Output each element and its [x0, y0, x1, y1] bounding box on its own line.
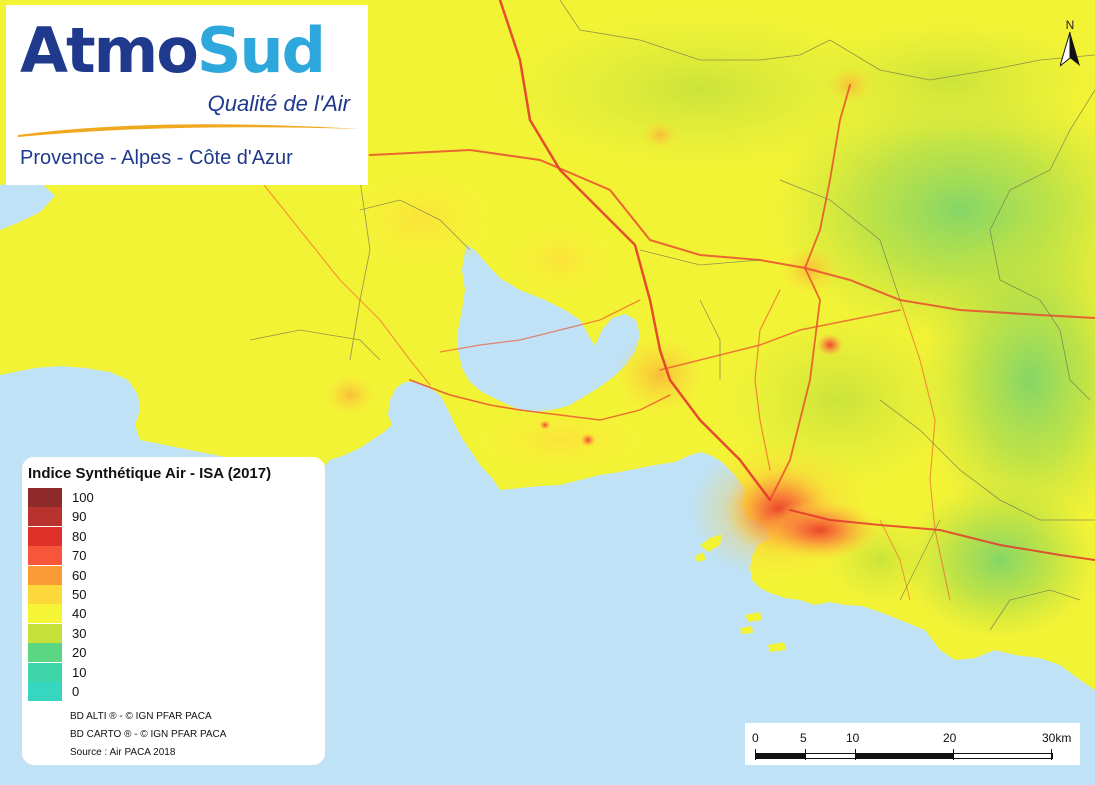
logo-tagline: Qualité de l'Air — [207, 91, 350, 116]
legend-value: 60 — [72, 567, 87, 583]
legend-row: 80 — [28, 526, 308, 546]
islands — [695, 534, 786, 652]
legend-swatch — [28, 585, 62, 604]
pollution-zone — [580, 433, 596, 447]
legend-value: 40 — [72, 606, 87, 622]
scale-tick — [1051, 749, 1052, 760]
pollution-zone — [470, 405, 650, 475]
scale-label: 10 — [846, 731, 860, 745]
legend-value: 70 — [72, 548, 87, 564]
scale-label: 0 — [752, 731, 759, 745]
scale-label: 20 — [943, 731, 957, 745]
lagoon — [458, 245, 640, 412]
legend-row: 10 — [28, 662, 308, 682]
scale-segment — [805, 753, 857, 759]
legend-row: 70 — [28, 546, 308, 566]
terrain-green — [920, 220, 1095, 540]
legend-value: 20 — [72, 645, 87, 661]
scale-tick — [805, 749, 806, 760]
legend-row: 20 — [28, 643, 308, 663]
legend-row: 90 — [28, 507, 308, 527]
atmosud-logo: AtmoSud Qualité de l'Air Provence - Alpe… — [6, 5, 368, 185]
legend-swatch — [28, 662, 62, 682]
legend-swatch — [28, 488, 62, 507]
legend-source: Source : Air PACA 2018 — [70, 747, 176, 758]
legend-value: 0 — [72, 684, 80, 699]
pollution-zone — [340, 165, 500, 275]
scale-segment — [953, 753, 1053, 759]
legend-swatch — [28, 546, 62, 566]
scale-tick — [953, 749, 954, 760]
pollution-zone — [760, 500, 880, 560]
admin-borders — [249, 0, 1095, 631]
scale-segment — [855, 753, 953, 759]
logo-swoosh-icon — [18, 124, 359, 137]
legend-row: 0 — [28, 682, 308, 701]
legend-source: BD ALTI ® - © IGN PFAR PACA — [70, 711, 212, 722]
legend-swatch — [28, 623, 62, 643]
legend-value: 90 — [72, 509, 87, 525]
legend-swatch — [28, 507, 62, 527]
scale-label: 5 — [800, 731, 807, 745]
legend-swatch — [28, 643, 62, 663]
legend-value: 50 — [72, 587, 87, 602]
legend-value: 30 — [72, 625, 87, 641]
logo-brand-part1: Atmo — [20, 14, 199, 87]
legend-row: 60 — [28, 565, 308, 585]
lagoon-west — [0, 182, 55, 230]
scale-label: 30km — [1042, 731, 1072, 745]
legend-value: 10 — [72, 664, 87, 680]
legend-title: Indice Synthétique Air - ISA (2017) — [28, 465, 272, 482]
logo-brand-part2: Sud — [196, 14, 326, 87]
pollution-zone — [539, 420, 551, 430]
north-arrow: N — [1056, 18, 1084, 70]
legend-row: 30 — [28, 623, 308, 643]
legend-source: BD CARTO ® - © IGN PFAR PACA — [70, 729, 227, 740]
legend-swatch — [28, 604, 62, 624]
scale-tick — [755, 749, 756, 760]
legend-row: 50 — [28, 585, 308, 604]
scale-tick — [855, 749, 856, 760]
legend-row: 40 — [28, 604, 308, 624]
north-label: N — [1065, 18, 1075, 32]
terrain-green — [500, 10, 900, 170]
pollution-zone — [500, 220, 620, 300]
scale-segment — [755, 753, 805, 759]
legend-value: 80 — [72, 528, 87, 544]
logo-region: Provence - Alpes - Côte d'Azur — [20, 147, 293, 169]
legend-swatch — [28, 565, 62, 585]
logo-brand: AtmoSud — [20, 14, 326, 87]
legend-row: 100 — [28, 488, 308, 507]
legend-swatch — [28, 682, 62, 701]
terrain-green — [800, 20, 1095, 140]
scale-bar: 0 5 10 20 30km — [745, 723, 1080, 765]
pollution-zone — [816, 333, 844, 357]
legend-swatch — [28, 526, 62, 546]
north-arrow-icon — [1060, 32, 1080, 67]
legend-value: 100 — [72, 490, 94, 505]
pollution-zone — [325, 375, 375, 415]
pollution-zone — [642, 121, 678, 149]
